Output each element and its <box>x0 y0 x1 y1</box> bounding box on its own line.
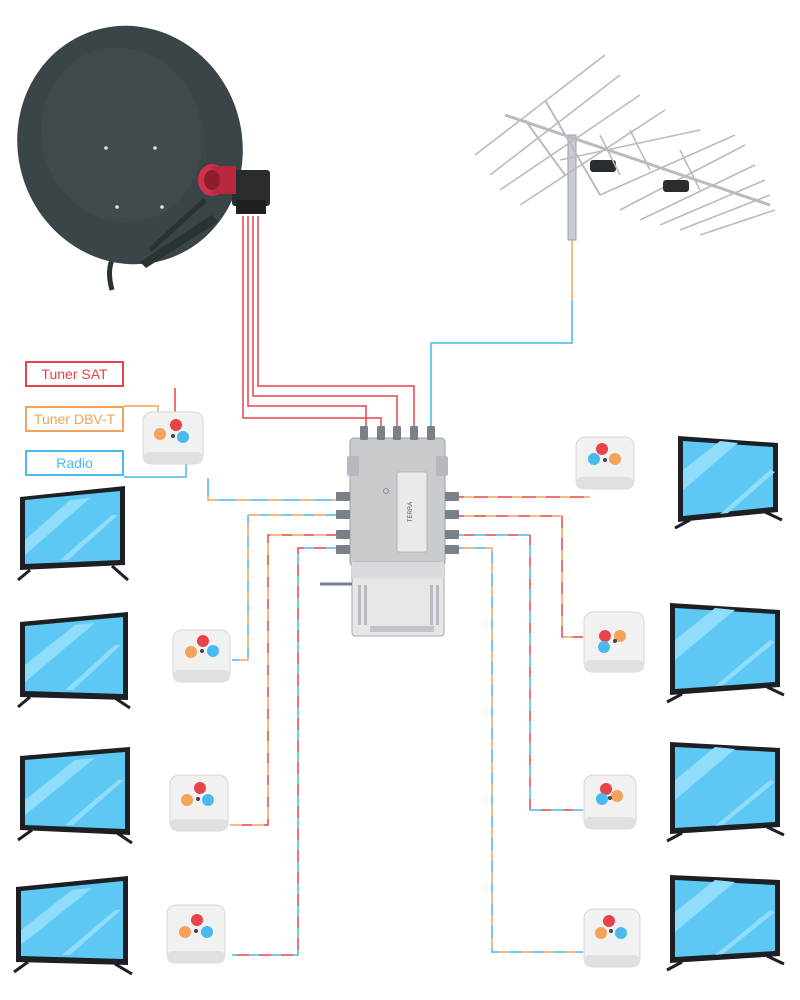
television <box>13 876 133 976</box>
wall-socket <box>583 774 637 830</box>
television <box>666 742 785 843</box>
television <box>17 747 133 845</box>
terrestrial-antenna <box>474 54 776 241</box>
wall-socket <box>142 411 204 465</box>
legend-tuner-dvbt: Tuner DBV-T <box>25 406 124 432</box>
brand-label: TERRA <box>408 502 414 522</box>
wall-socket <box>166 904 226 964</box>
multiswitch: TERRA <box>320 426 459 637</box>
legend-tuner-sat: Tuner SAT <box>25 361 124 387</box>
wall-socket <box>172 629 231 683</box>
satellite-dish <box>17 25 243 291</box>
legend-radio-label: Radio <box>56 455 93 471</box>
legend-tuner-dvbt-label: Tuner DBV-T <box>33 411 116 427</box>
wall-socket <box>583 611 645 673</box>
legend-tuner-sat-label: Tuner SAT <box>41 366 108 382</box>
television <box>666 603 785 704</box>
legend-radio: Radio <box>25 450 124 476</box>
television <box>666 875 785 972</box>
television <box>17 486 129 582</box>
television <box>17 612 131 710</box>
wall-socket <box>575 436 635 490</box>
lnb-unit <box>198 164 270 214</box>
feed-cables <box>242 216 573 432</box>
wall-socket <box>169 774 229 832</box>
television <box>674 436 783 530</box>
wall-socket <box>583 908 641 968</box>
